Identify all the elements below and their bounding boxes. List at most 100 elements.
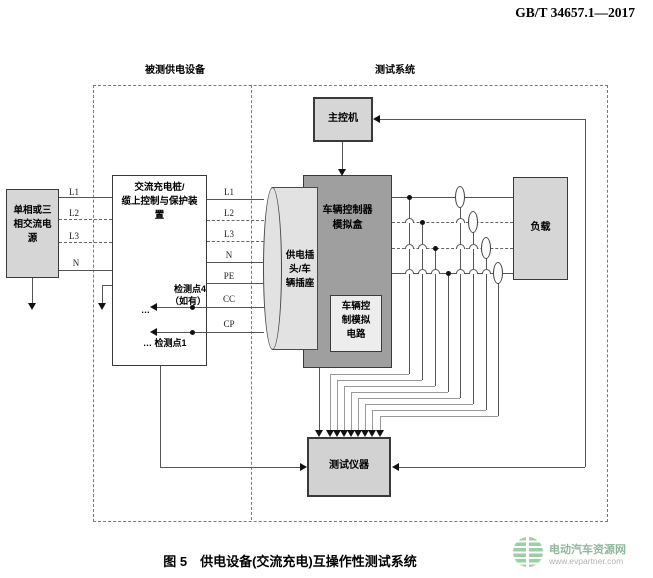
detection-points-ellipsis: … bbox=[141, 305, 150, 315]
region-label-dut: 被测供电设备 bbox=[145, 65, 205, 76]
wire bbox=[486, 257, 487, 410]
wire bbox=[365, 404, 366, 431]
wire bbox=[392, 248, 513, 249]
wire bbox=[473, 232, 474, 404]
wire bbox=[585, 119, 586, 467]
evpartner-logo-icon bbox=[513, 537, 543, 567]
wire bbox=[59, 197, 112, 198]
junction-dot bbox=[446, 271, 451, 276]
junction-dot bbox=[420, 220, 425, 225]
junction-dot bbox=[407, 195, 412, 200]
crossover-hop bbox=[405, 244, 414, 249]
ac-source-label: 单相或三 bbox=[13, 205, 52, 216]
arrowhead-into-main-controller bbox=[373, 115, 380, 123]
wire bbox=[160, 467, 300, 468]
ground-arrow-icon bbox=[98, 303, 106, 310]
detection-point-4-note: （如有） bbox=[169, 296, 206, 306]
wire bbox=[337, 380, 422, 381]
logo-slit bbox=[526, 537, 529, 567]
terminal-label-l1: L1 bbox=[224, 187, 234, 197]
wire bbox=[330, 374, 409, 375]
ground-arrow-icon bbox=[28, 303, 36, 310]
terminal-label-l3: L3 bbox=[224, 229, 234, 239]
wire bbox=[358, 398, 460, 399]
wire bbox=[330, 374, 331, 431]
crossover-hop bbox=[469, 269, 478, 274]
crossover-hop bbox=[456, 244, 465, 249]
wire bbox=[351, 392, 352, 431]
crossover-hop bbox=[418, 244, 427, 249]
wire bbox=[372, 410, 486, 411]
ac-source-box: 单相或三 相交流电 源 bbox=[6, 189, 59, 278]
wire bbox=[392, 197, 513, 198]
arrowhead-into-test-instrument bbox=[340, 430, 348, 437]
main-controller-box: 主控机 bbox=[313, 97, 373, 142]
main-controller-label: 主控机 bbox=[328, 113, 358, 124]
wire bbox=[160, 366, 161, 467]
figure-caption: 图 5 供电设备(交流充电)互操作性测试系统 bbox=[163, 554, 417, 569]
test-instrument-box: 测试仪器 bbox=[307, 437, 391, 497]
current-sensor-icon bbox=[468, 211, 478, 233]
wire bbox=[157, 307, 264, 308]
wire-label-source-l3: L3 bbox=[69, 231, 79, 241]
terminal-label-l2: L2 bbox=[224, 208, 234, 218]
wire bbox=[342, 142, 343, 170]
wire-label-source-n: N bbox=[72, 258, 80, 268]
arrowhead-into-test-instrument bbox=[368, 430, 376, 437]
arrowhead-into-test-instrument-left bbox=[300, 463, 307, 471]
arrowhead-into-simulator bbox=[338, 169, 346, 176]
wire bbox=[59, 270, 112, 271]
detection-point-1-label: … 检测点1 bbox=[143, 338, 187, 348]
crossover-hop bbox=[456, 218, 465, 223]
watermark-site-url: www.evpartner.com bbox=[549, 556, 624, 566]
vcu-sim-circuit-box: 车辆控 制模拟 电路 bbox=[330, 295, 382, 352]
crossover-hop bbox=[456, 269, 465, 274]
junction-dot bbox=[190, 305, 195, 310]
wire bbox=[32, 278, 33, 304]
junction-dot bbox=[433, 246, 438, 251]
arrowhead-into-test-instrument bbox=[333, 430, 341, 437]
crossover-hop bbox=[405, 218, 414, 223]
arrowhead-cp-detection bbox=[150, 328, 157, 336]
detection-point-4-label: 检测点4 bbox=[173, 284, 206, 294]
arrowhead-into-test-instrument bbox=[326, 430, 334, 437]
wire bbox=[399, 467, 585, 468]
dut-testsystem-divider bbox=[251, 85, 252, 520]
wire bbox=[460, 207, 461, 398]
arrowhead-into-test-instrument bbox=[315, 430, 323, 437]
wire bbox=[207, 262, 264, 263]
terminal-label-n: N bbox=[225, 250, 233, 260]
wire bbox=[380, 119, 585, 120]
terminal-label-pe: PE bbox=[223, 271, 235, 281]
wire bbox=[59, 219, 112, 220]
arrowhead-into-test-instrument bbox=[354, 430, 362, 437]
crossover-hop bbox=[405, 269, 414, 274]
wire bbox=[344, 386, 435, 387]
wire bbox=[380, 416, 381, 431]
crossover-hop bbox=[482, 269, 491, 274]
watermark-site-name: 电动汽车资源网 bbox=[549, 544, 626, 556]
vcu-simulator-label: 车辆控制器 模拟盒 bbox=[322, 205, 373, 231]
wire bbox=[372, 410, 373, 431]
wire bbox=[157, 332, 264, 333]
wire bbox=[102, 285, 103, 304]
crossover-hop bbox=[431, 269, 440, 274]
plug-socket-label: 供电插 头/车 辆插座 bbox=[285, 250, 315, 289]
wire bbox=[422, 222, 423, 380]
wire bbox=[207, 283, 264, 284]
arrowhead-into-test-instrument bbox=[361, 430, 369, 437]
plug-socket-ellipse bbox=[263, 187, 282, 350]
wire bbox=[207, 241, 264, 242]
wire bbox=[409, 197, 410, 374]
wire bbox=[392, 222, 513, 223]
wire bbox=[207, 220, 264, 221]
charging-pile-label: 交流充电桩/ 缆上控制与保护装 置 bbox=[121, 182, 198, 221]
terminal-label-cc: CC bbox=[222, 294, 235, 304]
wire bbox=[59, 242, 112, 243]
load-label: 负载 bbox=[530, 222, 551, 233]
test-instrument-label: 测试仪器 bbox=[329, 460, 369, 471]
wire bbox=[435, 248, 436, 386]
region-label-test-system: 测试系统 bbox=[375, 65, 415, 76]
wire bbox=[365, 404, 473, 405]
